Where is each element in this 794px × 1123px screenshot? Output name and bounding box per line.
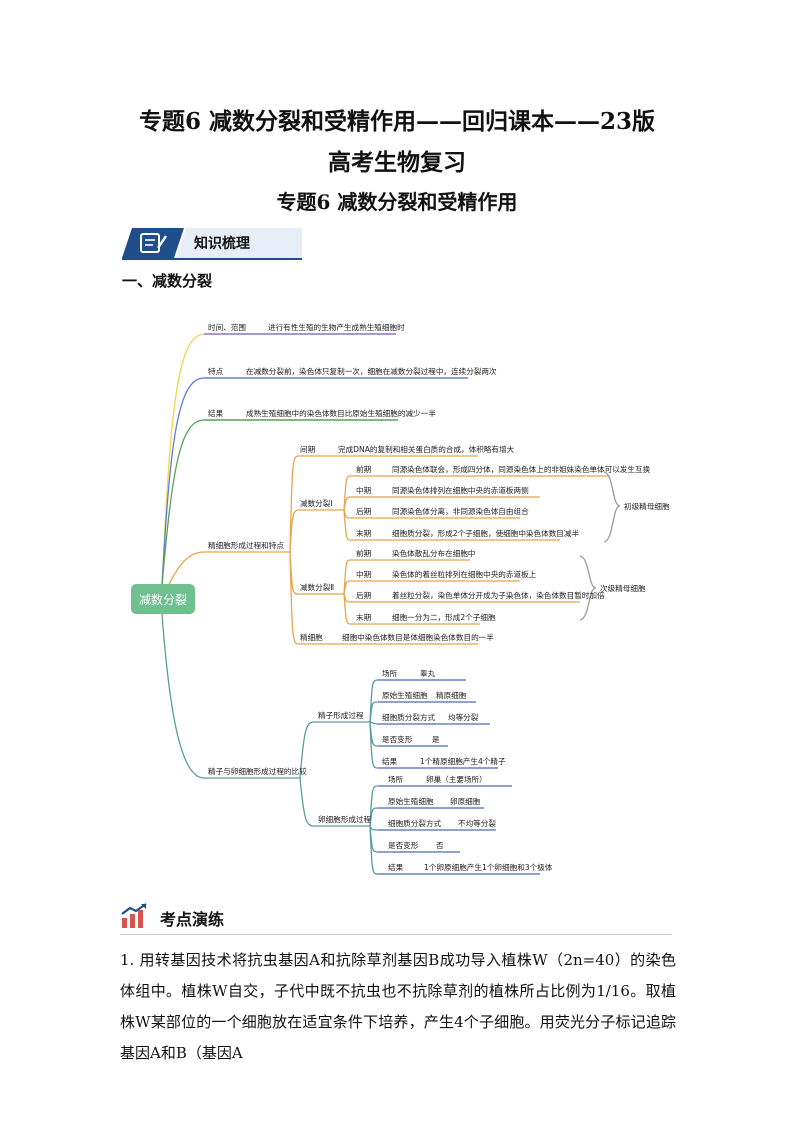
m2-phase: 前期	[356, 548, 372, 558]
document-title-line2: 高考生物复习	[328, 149, 466, 176]
m1-text: 同源染色体排列在细胞中央的赤道板两侧	[392, 485, 529, 495]
egg-form-key: 是否变形	[388, 840, 419, 850]
knowledge-banner: 知识梳理	[122, 228, 302, 258]
m2-text: 细胞一分为二，形成2个子细胞	[392, 612, 496, 622]
m1-phase: 末期	[356, 528, 372, 538]
m2-text: 染色体的着丝粒排列在细胞中央的赤道板上	[392, 569, 537, 579]
sperm-form-key: 细胞质分裂方式	[382, 712, 436, 722]
egg-form-key: 结果	[388, 862, 404, 872]
sperm-form-value: 1个精原细胞产生4个精子	[420, 756, 506, 766]
exercise-divider	[120, 934, 672, 935]
m1-phase: 中期	[356, 485, 372, 495]
egg-form-key: 场所	[388, 774, 404, 784]
sperm-form-key: 场所	[382, 668, 398, 678]
meiosis1-label: 减数分裂Ⅰ	[300, 498, 333, 508]
sperm-form-label: 精子形成过程	[318, 710, 364, 720]
m1-phase: 后期	[356, 506, 372, 516]
m1-cell-label: 初级精母细胞	[624, 501, 670, 511]
egg-form-value: 否	[436, 841, 444, 850]
meiosis2-label: 减数分裂Ⅱ	[300, 582, 334, 592]
bar-chart-trend-icon	[121, 903, 147, 928]
meiosis-mindmap: 减数分裂 时间、范围 进行有性生殖的生物产生成熟生殖细胞时 特点 在减数分裂前，…	[131, 322, 670, 875]
egg-form-value: 不均等分裂	[458, 818, 496, 828]
m1-text: 同源染色体联会，形成四分体，同源染色体上的非姐妹染色单体可以发生互换	[392, 464, 651, 474]
m1-text: 同源染色体分离，非同源染色体自由组合	[392, 506, 529, 516]
m1-phase: 前期	[356, 464, 372, 474]
egg-form-value: 卵巢（主要场所）	[426, 774, 487, 784]
result-text: 成熟生殖细胞中的染色体数目比原始生殖细胞的减少一半	[246, 408, 436, 418]
banner-label: 知识梳理	[194, 235, 250, 252]
m2-text: 染色体散乱分布在细胞中	[392, 548, 476, 558]
banner-underline	[122, 258, 302, 260]
root-node	[131, 584, 195, 614]
sperm-form-key: 原始生殖细胞	[382, 690, 428, 700]
result-label: 结果	[208, 408, 224, 418]
spermatid-label: 精细胞	[300, 632, 323, 642]
m2-phase: 中期	[356, 569, 372, 579]
feature-text: 在减数分裂前，染色体只复制一次，细胞在减数分裂过程中，连续分裂两次	[246, 366, 497, 376]
document-subtitle: 专题6 减数分裂和受精作用	[276, 190, 518, 214]
sperm-form-value: 睾丸	[420, 668, 436, 678]
m2-text: 着丝粒分裂，染色单体分开成为子染色体，染色体数目暂时加倍	[392, 590, 605, 600]
m1-text: 细胞质分裂，形成2个子细胞，使细胞中染色体数目减半	[392, 528, 579, 538]
egg-form-key: 原始生殖细胞	[388, 796, 434, 806]
exercise-heading: 考点演练	[160, 910, 225, 929]
time-text: 进行有性生殖的生物产生成熟生殖细胞时	[268, 322, 405, 332]
egg-form-value: 卵原细胞	[450, 796, 481, 806]
question-1-text: 1. 用转基因技术将抗虫基因A和抗除草剂基因B成功导入植株W（2n=40）的染色…	[120, 951, 676, 1062]
compare-label: 精子与卵细胞形成过程的比较	[208, 766, 307, 776]
interphase-text: 完成DNA的复制和相关蛋白质的合成，体积略有增大	[338, 444, 515, 454]
document-title-line1: 专题6 减数分裂和受精作用——回归课本——23版	[138, 108, 656, 135]
m2-cell-label: 次级精母细胞	[600, 583, 646, 593]
notepad-pen-icon	[140, 233, 167, 253]
time-label: 时间、范围	[208, 322, 246, 332]
sperm-process-label: 精细胞形成过程和特点	[208, 540, 284, 550]
sperm-form-key: 是否变形	[382, 734, 413, 744]
section-heading: 一、减数分裂	[122, 272, 213, 290]
m2-phase: 末期	[356, 612, 372, 622]
interphase-label: 间期	[300, 445, 316, 454]
sperm-form-key: 结果	[382, 756, 398, 766]
m2-phase: 后期	[356, 590, 372, 600]
egg-form-key: 细胞质分裂方式	[388, 818, 442, 828]
feature-label: 特点	[208, 366, 224, 376]
egg-form-value: 1个卵原细胞产生1个卵细胞和3个极体	[424, 862, 553, 872]
sperm-form-value: 精原细胞	[436, 690, 467, 700]
spermatid-text: 细胞中染色体数目是体细胞染色体数目的一半	[342, 632, 494, 642]
sperm-form-value: 是	[432, 735, 440, 744]
sperm-form-value: 均等分裂	[448, 712, 479, 722]
root-label: 减数分裂	[139, 592, 187, 607]
egg-form-label: 卵细胞形成过程	[318, 814, 372, 824]
